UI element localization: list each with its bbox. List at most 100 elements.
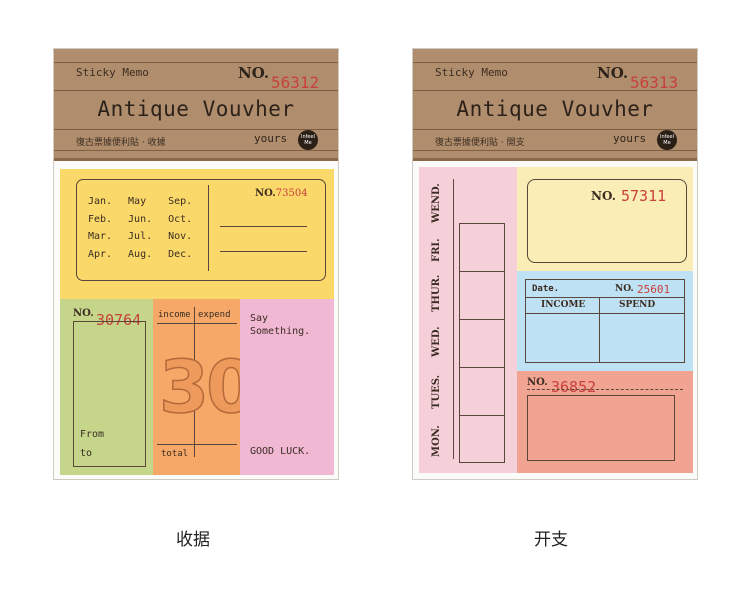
receipt-caption: 收据 xyxy=(176,530,210,550)
expend-label: expend xyxy=(198,310,231,320)
month-row: Mar. Jul. Nov. xyxy=(88,228,202,246)
day-label: MON. xyxy=(431,425,442,457)
month: Jul. xyxy=(128,231,153,242)
month-row: Jan. May Sep. xyxy=(88,193,202,211)
orange-income-note: income expend 30 total xyxy=(153,299,240,475)
column-line xyxy=(453,179,454,459)
month: Jan. xyxy=(88,196,113,207)
no-label: NO. xyxy=(527,377,548,388)
header-line xyxy=(525,313,685,314)
row-line xyxy=(459,319,505,320)
row-line xyxy=(459,415,505,416)
row-line xyxy=(459,271,505,272)
header-divider xyxy=(54,90,338,91)
yours-label: yours xyxy=(613,132,647,145)
serial-number: 30764 xyxy=(96,311,142,329)
ticket-frame xyxy=(76,179,326,281)
income-label: INCOME xyxy=(541,300,586,310)
write-line xyxy=(220,251,307,252)
something-label: Something. xyxy=(250,326,311,337)
day-label: TUES. xyxy=(431,374,442,409)
day-label: WED. xyxy=(431,326,442,357)
spend-label: SPEND xyxy=(619,300,656,310)
income-label: income xyxy=(158,310,191,320)
expense-memo-pack: Sticky Memo NO. 56313 Antique Vouvher 復古… xyxy=(412,48,698,480)
month: Aug. xyxy=(128,248,153,260)
column-line xyxy=(599,297,600,363)
month-row: Feb. Jun. Oct. xyxy=(88,211,202,229)
pink-message-note: Say Something. GOOD LUCK. xyxy=(240,299,334,475)
total-label: total xyxy=(161,449,189,459)
ticket-frame xyxy=(527,179,687,263)
logo-text: Infeel xyxy=(301,134,315,140)
yellow-ticket-note: NO. 57311 xyxy=(517,167,693,271)
serial-number: 36852 xyxy=(551,378,597,396)
product-subtitle: 復古票據便利貼 · 開支 xyxy=(435,138,525,148)
no-label: NO. xyxy=(615,284,634,294)
header-divider xyxy=(54,129,338,130)
header-number: 56312 xyxy=(271,73,320,92)
to-label: to xyxy=(80,448,93,459)
say-label: Say xyxy=(250,313,269,324)
month: Nov. xyxy=(168,231,193,242)
write-line xyxy=(220,226,307,227)
serial-number: 57311 xyxy=(621,187,667,205)
total-line xyxy=(157,444,237,445)
big-number: 30 xyxy=(158,345,240,429)
note-frame xyxy=(527,395,675,461)
pack-header: Sticky Memo NO. 56313 Antique Vouvher 復古… xyxy=(413,49,697,161)
header-number: 56313 xyxy=(630,73,679,92)
header-no-label: NO. xyxy=(238,64,270,82)
ticket-frame xyxy=(525,279,685,363)
day-label: THUR. xyxy=(431,274,442,312)
good-luck-label: GOOD LUCK. xyxy=(250,446,311,457)
serial-number: 73504 xyxy=(275,188,308,199)
month: Dec. xyxy=(168,248,193,260)
month: Feb. xyxy=(88,213,113,225)
serial-number: 25601 xyxy=(637,283,671,296)
month: Mar. xyxy=(88,231,113,242)
logo-text: Me xyxy=(663,140,671,146)
blue-income-spend-note: Date. NO. 25601 INCOME SPEND xyxy=(517,271,693,371)
product-title: Antique Vouvher xyxy=(456,97,654,121)
day-label: WEND. xyxy=(431,183,442,223)
day-label: FRI. xyxy=(431,238,442,262)
month: Jun. xyxy=(128,213,153,225)
month-row: Apr. Aug. Dec. xyxy=(88,246,202,264)
product-subtitle: 復古票據便利貼 · 收據 xyxy=(76,138,166,148)
dashed-line xyxy=(527,389,683,390)
logo-text: Me xyxy=(304,140,312,146)
month-grid: Jan. May Sep. Feb. Jun. Oct. Mar. Jul. N… xyxy=(88,193,202,263)
brand-logo-icon: Infeel Me xyxy=(298,130,318,150)
ticket-divider xyxy=(208,185,209,271)
row-line xyxy=(459,367,505,368)
yellow-month-note: Jan. May Sep. Feb. Jun. Oct. Mar. Jul. N… xyxy=(60,169,334,299)
salmon-number-note: NO. 36852 xyxy=(517,371,693,473)
month: May xyxy=(128,196,147,207)
expense-caption: 开支 xyxy=(534,530,568,550)
month: Oct. xyxy=(168,213,193,225)
date-label: Date. xyxy=(532,284,560,294)
day-grid xyxy=(459,223,505,463)
brand-label: Sticky Memo xyxy=(76,66,149,79)
pink-weekday-note: MON. TUES. WED. THUR. FRI. WEND. xyxy=(419,167,517,473)
pack-header: Sticky Memo NO. 56312 Antique Vouvher 復古… xyxy=(54,49,338,161)
logo-text: Infeel xyxy=(660,134,674,140)
brand-logo-icon: Infeel Me xyxy=(657,130,677,150)
no-label: NO. xyxy=(255,188,276,199)
no-label: NO. xyxy=(591,189,616,203)
note-frame xyxy=(73,321,146,467)
header-line xyxy=(157,323,237,324)
brand-label: Sticky Memo xyxy=(435,66,508,79)
month: Sep. xyxy=(168,196,193,207)
yours-label: yours xyxy=(254,132,288,145)
receipt-memo-pack: Sticky Memo NO. 56312 Antique Vouvher 復古… xyxy=(53,48,339,480)
green-from-to-note: NO. 30764 From to xyxy=(60,299,153,475)
ticket-number: NO.73504 xyxy=(255,188,308,199)
header-no-label: NO. xyxy=(597,64,629,82)
from-label: From xyxy=(80,429,105,440)
product-title: Antique Vouvher xyxy=(97,97,295,121)
header-line xyxy=(525,297,685,298)
header-divider xyxy=(413,129,697,130)
column-line xyxy=(194,307,195,457)
